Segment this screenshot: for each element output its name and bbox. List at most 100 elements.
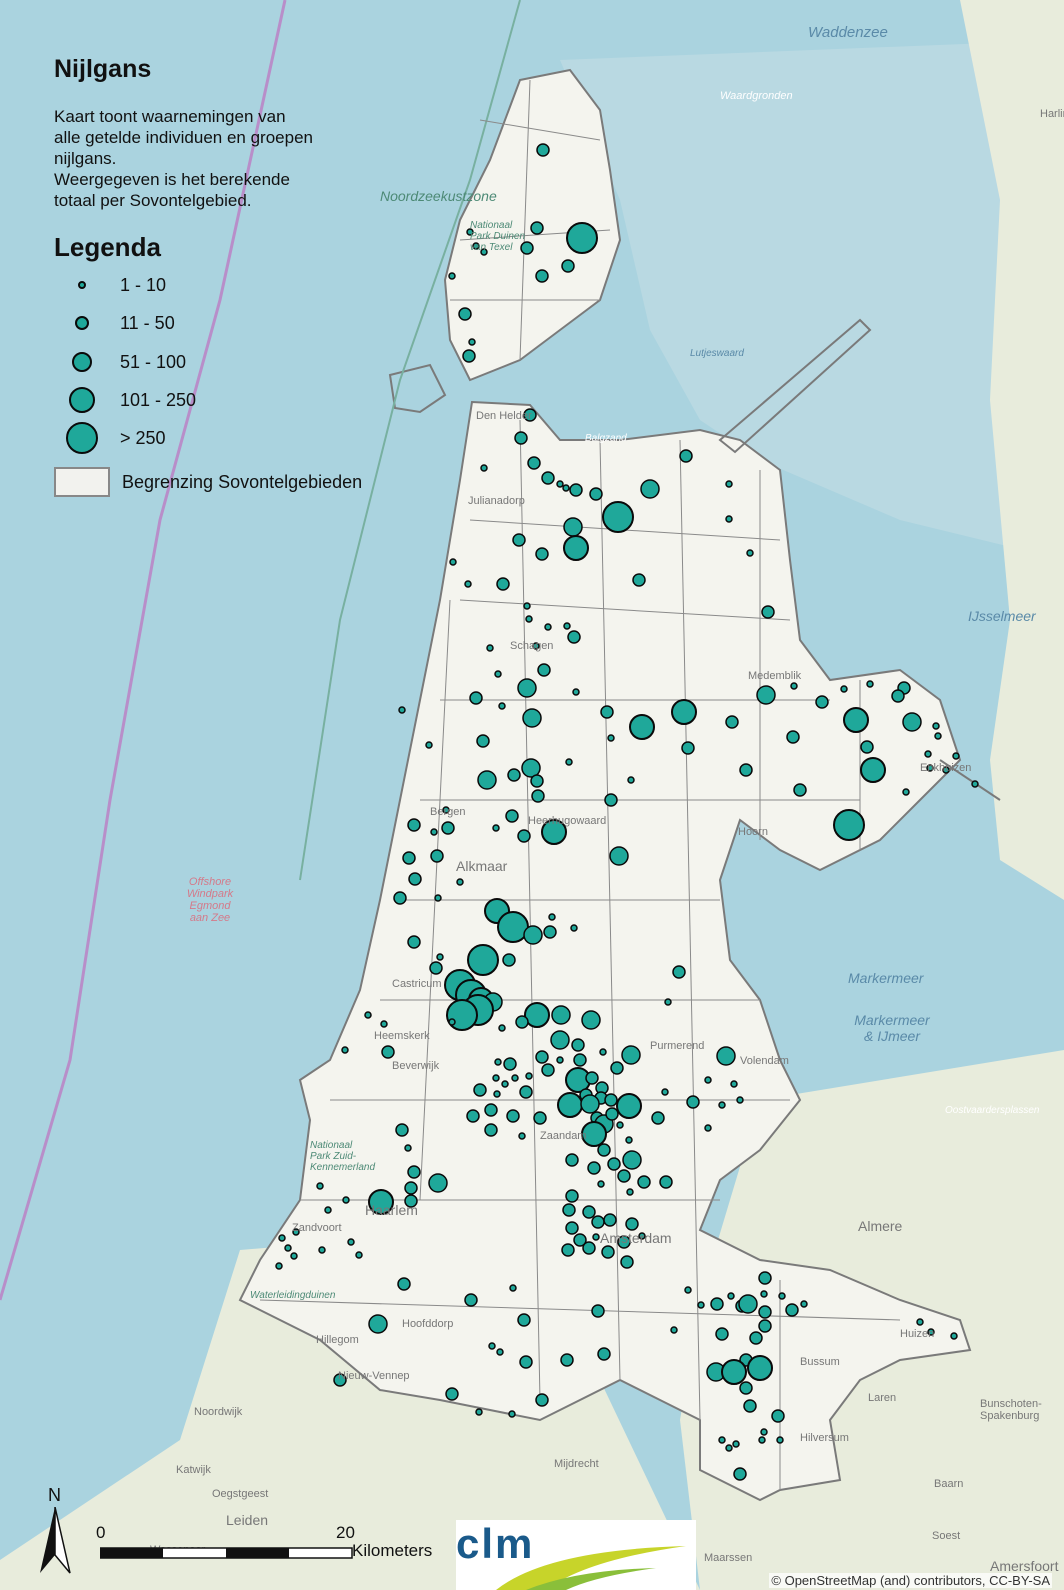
clm-logo: clm [456,1520,696,1590]
observation-marker [467,944,499,976]
observation-marker [609,846,629,866]
label-nationaal-park-zk: Nationaal Park Zuid-Kennemerland [310,1140,376,1173]
observation-marker [468,338,476,346]
observation-marker [530,221,544,235]
observation-marker [557,1092,583,1118]
observation-marker [541,1063,555,1077]
observation-marker [458,307,472,321]
observation-marker [572,688,580,696]
label-harling: Harling [1040,108,1064,120]
legend-class-5: > 250 [54,422,166,454]
observation-marker [496,577,510,591]
label-maarssen: Maarssen [704,1552,753,1564]
label-nieuw-vennep: Nieuw-Vennep [338,1370,410,1382]
observation-marker [725,480,733,488]
logo-swoosh-icon [496,1546,686,1590]
label-almere: Almere [858,1218,903,1234]
observation-marker [679,449,693,463]
coastal-zone-boundary [299,0,521,881]
legend-class-3: 51 - 100 [54,347,186,377]
observation-marker [932,722,940,730]
observation-marker [760,1428,768,1436]
observation-marker [758,1305,772,1319]
label-den-helder: Den Helder [476,410,532,422]
observation-marker [522,708,542,728]
label-oostvaardersplassen: Oostvaardersplassen [945,1105,1040,1116]
observation-marker [445,1387,459,1401]
observation-marker [616,1121,624,1129]
observation-marker [778,1292,786,1300]
observation-marker [275,1262,283,1270]
observation-marker [800,1300,808,1308]
label-baarn: Baarn [934,1478,964,1490]
observation-marker [448,1018,456,1026]
observation-marker [550,1030,570,1050]
observation-marker [833,809,865,841]
dike-boundary [939,759,1001,801]
label-haarlem: Haarlem [365,1202,418,1218]
observation-marker [496,1348,504,1356]
observation-marker [718,1436,726,1444]
observation-marker [790,682,798,690]
observation-marker [480,464,488,472]
observation-marker [563,535,589,561]
map-title: Nijlgans [54,55,152,83]
label-windpark: Offshore Windpark Egmond aan Zee [186,876,234,924]
observation-marker [535,1393,549,1407]
legend-symbol [54,270,110,300]
observation-marker [527,456,541,470]
north-label: N [48,1485,61,1505]
label-medemblik: Medemblik [748,670,802,682]
observation-marker [535,547,549,561]
observation-marker [464,580,472,588]
observation-marker [292,1228,300,1236]
observation-marker [664,998,672,1006]
legend-symbol [54,422,110,454]
observation-marker [398,706,406,714]
label-laren: Laren [868,1392,897,1404]
observation-marker [448,272,456,280]
observation-marker [573,1053,587,1067]
observation-marker [480,248,488,256]
label-julianadorp: Julianadorp [468,495,525,507]
observation-marker [581,1121,607,1147]
legend-class-4: 101 - 250 [54,385,196,415]
observation-marker [621,1045,641,1065]
observation-marker [324,1206,332,1214]
observation-marker [407,818,421,832]
observation-marker [512,533,526,547]
observation-marker [725,715,739,729]
label-huizen: Huizen [900,1328,935,1340]
observation-marker [743,1399,757,1413]
observation-marker [533,1111,547,1125]
observation-marker [456,878,464,886]
observation-marker [548,913,556,921]
label-markermeer-ijmeer: Markermeer & IJmeer [854,1012,930,1044]
description-line: nijlgans. [54,149,117,168]
observation-marker [637,1175,651,1189]
observation-marker [562,484,570,492]
observation-marker [625,1217,639,1231]
observation-marker [560,1353,574,1367]
observation-marker [541,819,567,845]
observation-marker [651,1111,665,1125]
observation-marker [393,891,407,905]
label-balgzand: Balgzand [585,433,627,444]
observation-marker [347,1238,355,1246]
observation-marker [571,1038,585,1052]
label-zandvoort: Zandvoort [292,1222,342,1234]
observation-marker [860,757,886,783]
observation-marker [488,1342,496,1350]
observation-marker [725,515,733,523]
observation-marker [342,1196,350,1204]
label-noordzeekustzone: Noordzeekustzone [380,188,497,204]
observation-marker [318,1246,326,1254]
label-bergen: Bergen [430,806,466,818]
logo-text: clm [456,1520,535,1567]
observation-marker [462,349,476,363]
label-alkmaar: Alkmaar [456,858,508,874]
observation-marker [916,1318,924,1326]
observation-marker [793,783,807,797]
